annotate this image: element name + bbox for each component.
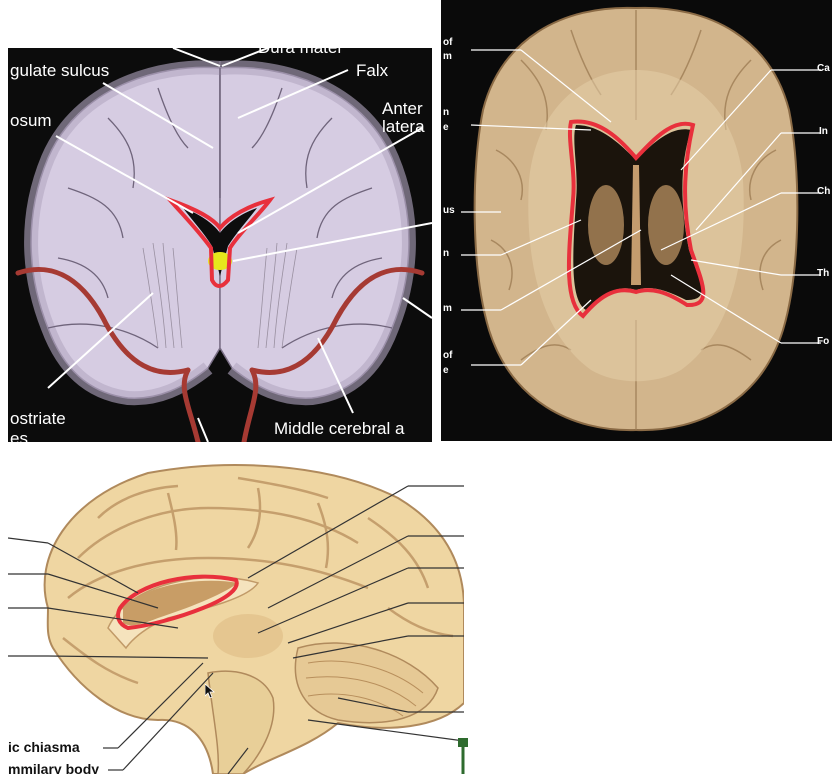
- label-middle-cerebral-artery: Middle cerebral a: [274, 419, 405, 438]
- label-corpus-callosum: osum: [10, 111, 52, 130]
- mouse-pointer-icon: [205, 684, 215, 698]
- label-l5: m: [443, 303, 452, 314]
- label-r4: Th: [817, 268, 830, 279]
- label-l3: us: [443, 205, 455, 216]
- label-l4: n: [443, 248, 450, 259]
- coronal-section-panel: Dura mater gulate sulcus Falx osum Anter…: [8, 48, 432, 442]
- label-l1a: of: [443, 37, 453, 48]
- label-r1: Ca: [817, 63, 830, 74]
- label-falx: Falx: [356, 61, 389, 80]
- label-lenticulostriate: ostriate: [10, 409, 66, 428]
- label-lateral-ventricle: latera: [382, 117, 425, 136]
- label-r3: Ch: [817, 186, 831, 197]
- sagittal-brain-photo: [8, 464, 464, 774]
- choroid-plexus: [208, 252, 232, 270]
- sagittal-section-panel: ic chiasma mmilary body: [8, 458, 464, 774]
- label-optic-chiasma: ic chiasma: [8, 739, 80, 755]
- label-lenticulostriate-vessels: es: [10, 429, 28, 442]
- label-anterior-horn: Anter: [382, 99, 423, 118]
- label-dura-mater: Dura mater: [258, 48, 343, 56]
- label-l6b: e: [443, 365, 449, 376]
- label-l1b: m: [443, 51, 452, 62]
- label-r5: Fo: [817, 336, 830, 347]
- label-r2: In: [819, 126, 828, 137]
- axial-dissection-photo: [461, 6, 821, 432]
- coronal-section-illustration: [15, 48, 432, 442]
- label-l2b: e: [443, 122, 449, 133]
- label-l2a: n: [443, 107, 450, 118]
- label-l6a: of: [443, 350, 453, 361]
- green-pin-marker: [458, 738, 468, 774]
- label-cingulate-sulcus: gulate sulcus: [10, 61, 110, 80]
- axial-section-panel: of m n e us n m of e Ca In Ch Th Fo: [441, 0, 832, 441]
- label-mammillary-body: mmilary body: [8, 761, 100, 774]
- ventricle-highlight-outline: [116, 574, 239, 631]
- ventricle-highlight-outline: [566, 119, 706, 319]
- lateral-ventricle: [183, 208, 257, 276]
